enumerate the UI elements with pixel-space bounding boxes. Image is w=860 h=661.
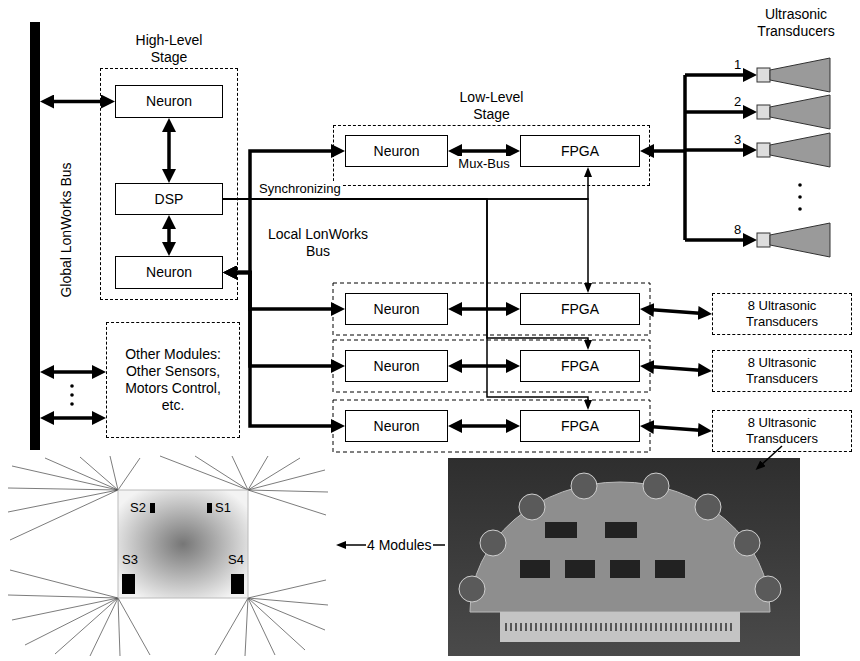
sensor-name: S1: [215, 500, 231, 516]
processor-box: Neuron: [115, 85, 223, 118]
transducer-number: 1: [733, 57, 742, 73]
box-text: 8 Ultrasonic Transducers: [718, 298, 846, 329]
sync-connector: [223, 173, 588, 199]
ellipsis-dot: [798, 183, 802, 187]
sensor-mark: [122, 574, 135, 594]
box-text: 8 Ultrasonic Transducers: [718, 415, 846, 446]
ellipsis-dot: [70, 402, 74, 406]
box-text: FPGA: [561, 143, 599, 160]
stage-heading: Low-Level Stage: [447, 89, 537, 123]
transducer-wire: [685, 238, 748, 242]
bus-connector: [232, 273, 336, 367]
transducer-group: 8 Ultrasonic Transducers: [712, 410, 852, 452]
processor-box: Neuron: [345, 350, 448, 382]
bus-connector: [457, 149, 511, 153]
box-text: 8 Ultrasonic Transducers: [718, 355, 846, 386]
callout-text: 4 Modules: [366, 537, 433, 554]
bus-connector: [457, 307, 511, 311]
bus-connector: [457, 424, 511, 428]
box-text: Other Modules: Other Sensors, Motors Con…: [112, 346, 234, 413]
board-photo: [448, 458, 800, 656]
processor-box: Neuron: [345, 410, 448, 442]
sensor-mark: [207, 503, 212, 513]
sensor-mark: [150, 503, 155, 513]
box-text: Neuron: [374, 143, 420, 160]
fpga-box: FPGA: [520, 135, 640, 167]
box-text: FPGA: [561, 418, 599, 435]
transducer-wire: [685, 110, 748, 114]
ellipsis-dot: [70, 393, 74, 397]
edge-label: Mux-Bus: [456, 156, 511, 172]
bus-connector: [49, 416, 97, 420]
bus-name: Global LonWorks Bus: [58, 162, 75, 297]
transducer-group: 8 Ultrasonic Transducers: [712, 350, 852, 392]
bus-connector: [167, 224, 171, 247]
leader-arrow: [760, 446, 782, 466]
bus-connector: [49, 370, 97, 374]
ellipsis-dot: [798, 207, 802, 211]
box-text: FPGA: [561, 358, 599, 375]
fpga-box: FPGA: [520, 293, 640, 325]
transducer-wire: [683, 75, 687, 240]
sensor-name: S3: [122, 552, 138, 568]
transducer-symbol: [757, 223, 830, 257]
box-text: Neuron: [146, 264, 192, 281]
fpga-box: FPGA: [520, 350, 640, 382]
transducer-symbol: [757, 133, 830, 167]
sonar-beams: [8, 456, 328, 656]
processor-box: Neuron: [115, 256, 223, 289]
bus-connector: [167, 127, 171, 174]
bus-connector: [457, 364, 511, 368]
transducer-symbol: [757, 95, 830, 129]
transducer-number: 2: [733, 94, 742, 110]
transducer-number: 3: [733, 132, 742, 148]
robot-body: [118, 490, 248, 598]
sensor-mark: [231, 574, 244, 594]
transducer-heading: Ultrasonic Transducers: [745, 6, 847, 40]
signal-name: Synchronizing: [258, 181, 342, 197]
fpga-box: FPGA: [520, 410, 640, 442]
processor-box: Neuron: [345, 293, 448, 325]
module-outline: [333, 283, 650, 335]
transducer-wire: [649, 149, 685, 153]
stage-heading: High-Level Stage: [124, 32, 214, 66]
sync-connector: [223, 199, 588, 287]
box-text: Neuron: [374, 301, 420, 318]
transducer-number: 8: [733, 222, 742, 238]
bus-connector: [232, 273, 336, 310]
transducer-group: 8 Ultrasonic Transducers: [712, 293, 852, 335]
sensor-name: S2: [130, 500, 146, 516]
box-text: Neuron: [146, 93, 192, 110]
processor-box: Neuron: [345, 135, 448, 167]
box-text: DSP: [155, 191, 184, 208]
transducer-symbol: [757, 58, 830, 92]
bus-connector: [49, 100, 106, 104]
ellipsis-dot: [70, 384, 74, 388]
module-group: Other Modules: Other Sensors, Motors Con…: [106, 322, 240, 438]
processor-box: DSP: [115, 183, 223, 215]
bus-connector: [649, 427, 703, 431]
box-text: Neuron: [374, 358, 420, 375]
stage-group: High-Level StageNeuronDSPNeuron: [100, 68, 238, 300]
bus-connector: [649, 367, 703, 371]
module-outline: [333, 340, 650, 392]
box-text: Neuron: [374, 418, 420, 435]
transducer-wire: [685, 148, 748, 152]
bus-bar: Global LonWorks Bus: [30, 22, 40, 450]
module-outline: [333, 400, 650, 452]
bus-name: Local LonWorks Bus: [262, 226, 374, 260]
ellipsis-dot: [798, 195, 802, 199]
bus-connector: [649, 310, 703, 314]
bus-connector: [232, 273, 336, 427]
sensor-name: S4: [228, 552, 244, 568]
box-text: FPGA: [561, 301, 599, 318]
transducer-wire: [685, 73, 748, 77]
